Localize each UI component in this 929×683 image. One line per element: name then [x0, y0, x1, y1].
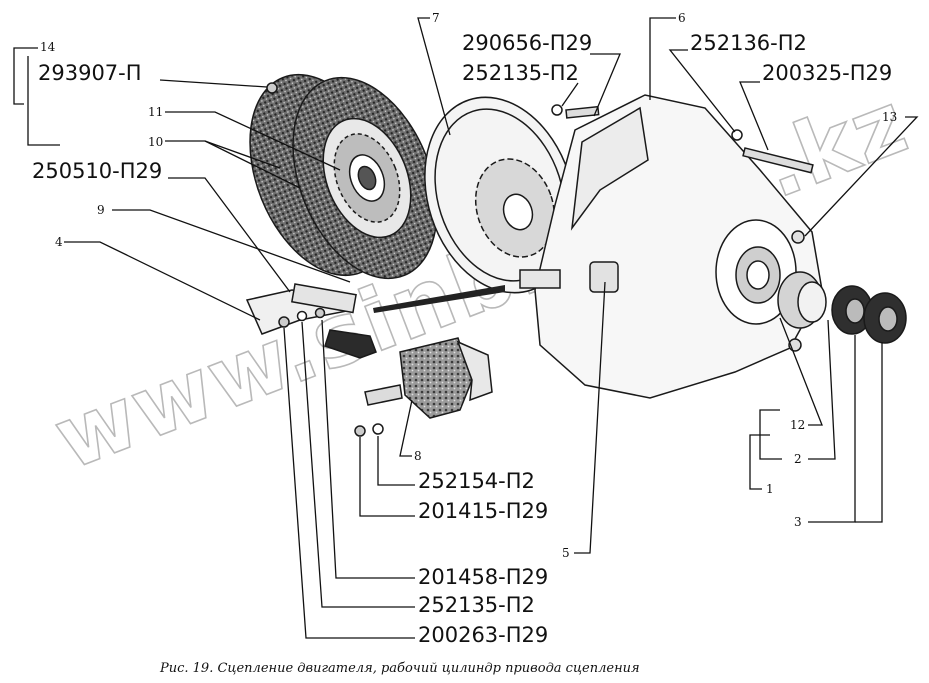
- callout-7: 7: [432, 11, 440, 25]
- leader-3b: [855, 342, 883, 523]
- diaphragm-center: [502, 193, 534, 231]
- leader-9: [112, 209, 351, 283]
- label-200263: 200263-П29: [418, 623, 548, 647]
- washer-252135-bottom: [296, 310, 308, 322]
- leader-252135-top: [561, 82, 579, 107]
- ring-b-bore: [878, 306, 898, 332]
- release-fork: [399, 337, 473, 419]
- label-293907: 293907-П: [38, 61, 142, 85]
- leader-13: [804, 116, 919, 237]
- leader-group-1b: [749, 434, 770, 490]
- housing-bolts: [266, 82, 814, 352]
- callout-12: 12: [790, 418, 805, 432]
- pushrod: [364, 384, 403, 406]
- leader-252154: [377, 436, 415, 486]
- washer-252136: [731, 129, 743, 141]
- leader-lines: [13, 17, 919, 639]
- label-252154: 252154-П2: [418, 469, 535, 493]
- callout-1: 1: [766, 482, 774, 496]
- label-250510: 250510-П29: [32, 159, 162, 183]
- leader-3: [808, 335, 856, 523]
- long-bolt-200325: [742, 147, 814, 174]
- callout-10: 10: [148, 135, 163, 149]
- leader-290656: [590, 53, 621, 117]
- mount-boss: [589, 261, 619, 293]
- leader-14b: [27, 56, 60, 146]
- label-201458: 201458-П29: [418, 565, 548, 589]
- fork-arms: [456, 340, 493, 402]
- leader-12: [779, 317, 823, 426]
- callout-8: 8: [414, 449, 422, 463]
- figure-caption: Рис. 19. Сцепление двигателя, рабочий ци…: [159, 661, 640, 676]
- ring-a-bore: [845, 298, 865, 324]
- leader-4: [64, 241, 261, 321]
- label-201415: 201415-П29: [418, 499, 548, 523]
- callout-9: 9: [97, 203, 105, 217]
- nut-201458: [314, 307, 326, 319]
- leader-201415: [359, 437, 415, 517]
- washer-252154: [372, 423, 384, 435]
- leader-10b: [204, 140, 301, 189]
- label-252135-bottom: 252135-П2: [418, 593, 535, 617]
- callout-2: 2: [794, 452, 802, 466]
- leader-14: [13, 47, 38, 105]
- label-252135-top: 252135-П2: [462, 61, 579, 85]
- callout-6: 6: [678, 11, 686, 25]
- leader-252136: [668, 49, 736, 133]
- clutch-housing: [519, 94, 823, 399]
- label-200325: 200325-П29: [762, 61, 892, 85]
- leader-252135-bottom: [301, 321, 415, 608]
- stud-13: [791, 230, 805, 244]
- screw-201415: [354, 425, 366, 437]
- housing-lug: [519, 269, 561, 289]
- leader-293907: [159, 79, 268, 88]
- leader-7: [417, 17, 451, 136]
- leader-250510: [168, 177, 291, 293]
- leader-2: [808, 319, 836, 460]
- leader-201458: [321, 319, 415, 579]
- leader-200325: [739, 81, 769, 151]
- leader-8: [399, 399, 413, 457]
- bolt-290656: [565, 105, 600, 119]
- bracket-plate: [291, 283, 357, 314]
- release-bearing: [777, 271, 827, 329]
- leader-11: [165, 111, 341, 171]
- bearing-rings: [831, 285, 907, 344]
- hub-splines: [357, 165, 377, 191]
- clutch-disc: [249, 73, 438, 280]
- label-252136: 252136-П2: [690, 31, 807, 55]
- release-bearing-face: [797, 281, 827, 323]
- callout-3: 3: [794, 515, 802, 529]
- plug-293907: [266, 82, 278, 94]
- callout-5: 5: [562, 546, 570, 560]
- slave-cylinder-spring: [324, 329, 377, 359]
- housing-flange: [570, 106, 649, 231]
- washer-252135-top: [551, 104, 563, 116]
- callout-11: 11: [148, 105, 163, 119]
- leader-200263: [283, 327, 415, 639]
- bolt-200263-head: [278, 316, 290, 328]
- bearing-bore: [746, 260, 770, 290]
- label-290656: 290656-П29: [462, 31, 592, 55]
- leader-6: [649, 17, 676, 100]
- leader-5: [574, 281, 606, 554]
- assembly-arrow: [373, 285, 505, 313]
- callout-14: 14: [40, 40, 56, 54]
- callout-13: 13: [882, 110, 897, 124]
- callout-4: 4: [55, 235, 63, 249]
- slave-cylinder-assembly: [245, 283, 493, 437]
